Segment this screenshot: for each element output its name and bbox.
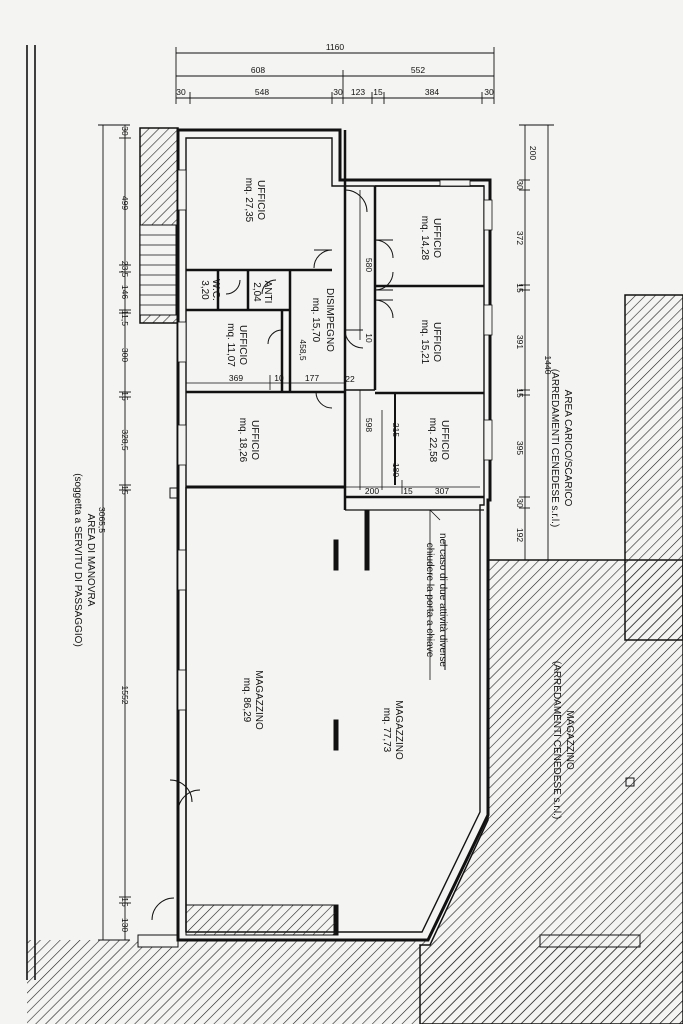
dim-inner-15: 15: [403, 486, 413, 496]
dim-right-192: 192: [515, 528, 525, 542]
dim-inner-10b: 10: [274, 373, 284, 383]
dim-left-300: 300: [120, 348, 130, 362]
dim-inner-369: 369: [229, 373, 243, 383]
room-ufficio-1-area: mq. 27,35: [243, 178, 254, 223]
dim-left-146: 146: [120, 285, 130, 299]
area-manovra-line1: AREA DI MANOVRA: [85, 514, 96, 607]
dim-total-top: 1160: [326, 42, 345, 52]
room-magazzino-1-area: mq. 86,29: [241, 678, 252, 723]
room-ufficio-4-name: UFFICIO: [439, 420, 450, 460]
room-ufficio-4-area: mq. 22,58: [427, 418, 438, 463]
dim-left-11-5: 11,5: [120, 310, 130, 326]
room-ufficio-6-area: mq. 18,26: [237, 418, 248, 463]
room-disimpegno-area: mq. 15,70: [310, 298, 321, 343]
dim-inner-307: 307: [435, 486, 449, 496]
marker-square: [625, 777, 635, 787]
room-magazzino-2-area: mq. 77,73: [381, 708, 392, 753]
room-magazzino-1-name: MAGAZZINO: [253, 670, 264, 730]
magazzino-cenedese-line1: MAGAZZINO: [564, 710, 575, 770]
dim-left-23-5: 23,5: [120, 261, 130, 278]
dim-right-391: 391: [515, 335, 525, 349]
dim-inner-177: 177: [305, 373, 319, 383]
room-ufficio-1-name: UFFICIO: [255, 180, 266, 220]
dim-seg-30a: 30: [176, 87, 186, 97]
dim-right-30a: 30: [515, 180, 525, 190]
dim-left-total: 3065,5: [97, 507, 107, 533]
dim-inner-10a: 10: [364, 333, 374, 343]
dim-seg-30b: 30: [333, 87, 343, 97]
stair-block: [139, 127, 179, 324]
magazzino-cenedese-line2: (ARREDAMENTI CENEDESE s.r.l.): [551, 661, 562, 819]
dim-inner-22: 22: [345, 374, 355, 384]
dim-seg-30c: 30: [484, 87, 494, 97]
dim-top-left: 608: [251, 65, 265, 75]
dim-left-328-5: 328,5: [120, 429, 130, 451]
dim-left-30: 30: [120, 126, 130, 136]
room-ufficio-5-area: mq. 11,07: [225, 323, 236, 367]
boundary-lines: [26, 45, 36, 980]
dim-right-15b: 15: [515, 388, 525, 398]
dim-right-total: 1440: [543, 356, 553, 375]
inner-dimension-lines: [186, 190, 480, 680]
area-carico-line2: (ARREDAMENTI CENEDESE s.r.l.): [549, 369, 560, 527]
dim-inner-215: 215: [391, 423, 401, 437]
dim-left-15a: 15: [120, 391, 130, 401]
room-anti-area: 2,04: [251, 282, 262, 302]
dim-left-499: 499: [120, 196, 130, 210]
room-ufficio-3-area: mq. 15,21: [419, 320, 430, 365]
area-carico-line1: AREA CARICO/SCARICO: [562, 390, 573, 507]
dim-left-15b: 15: [120, 485, 130, 495]
dim-seg-384: 384: [425, 87, 439, 97]
neighbour-warehouse: [419, 294, 683, 1024]
room-anti-name: ANTI: [262, 281, 273, 304]
dim-right-15a: 15: [515, 283, 525, 293]
room-ufficio-5-name: UFFICIO: [237, 325, 248, 365]
dim-inner-180: 180: [391, 463, 401, 477]
room-ufficio-2-name: UFFICIO: [431, 218, 442, 258]
dim-right-372: 372: [515, 231, 525, 245]
dim-right-30b: 30: [515, 498, 525, 508]
room-ufficio-3-name: UFFICIO: [431, 322, 442, 362]
dim-right-200: 200: [528, 146, 538, 160]
room-wc-area: 3,20: [199, 280, 210, 300]
dim-left-15c: 15: [120, 897, 130, 907]
dim-left-130: 130: [120, 918, 130, 932]
room-disimpegno-name: DISIMPEGNO: [324, 288, 335, 352]
dim-seg-123: 123: [351, 87, 365, 97]
room-magazzino-2-name: MAGAZZINO: [393, 700, 404, 760]
door-swings: [151, 189, 394, 921]
dim-inner-200: 200: [365, 486, 379, 496]
dim-top-right: 552: [411, 65, 425, 75]
room-ufficio-2-area: mq. 14,28: [419, 216, 430, 261]
dim-inner-598: 598: [364, 418, 374, 432]
right-dimension-lines: [519, 124, 554, 561]
room-wc-name: W.C.: [210, 279, 221, 301]
left-dimension-lines: [98, 124, 131, 941]
note-line1: nel caso di due attività diverse: [437, 533, 448, 667]
dim-inner-580: 580: [364, 258, 374, 272]
dim-right-395: 395: [515, 441, 525, 455]
note-line2: chiudere la porta a chiave: [424, 543, 435, 658]
dim-inner-458-5: 458,5: [298, 339, 308, 361]
dim-seg-15: 15: [373, 87, 383, 97]
room-ufficio-6-name: UFFICIO: [249, 420, 260, 460]
dim-left-1552: 1552: [120, 686, 130, 705]
dim-seg-548: 548: [255, 87, 269, 97]
area-manovra-line2: (soggetta a SERVITU DI PASSAGGIO): [72, 473, 83, 647]
top-dimension-lines: [175, 47, 495, 104]
